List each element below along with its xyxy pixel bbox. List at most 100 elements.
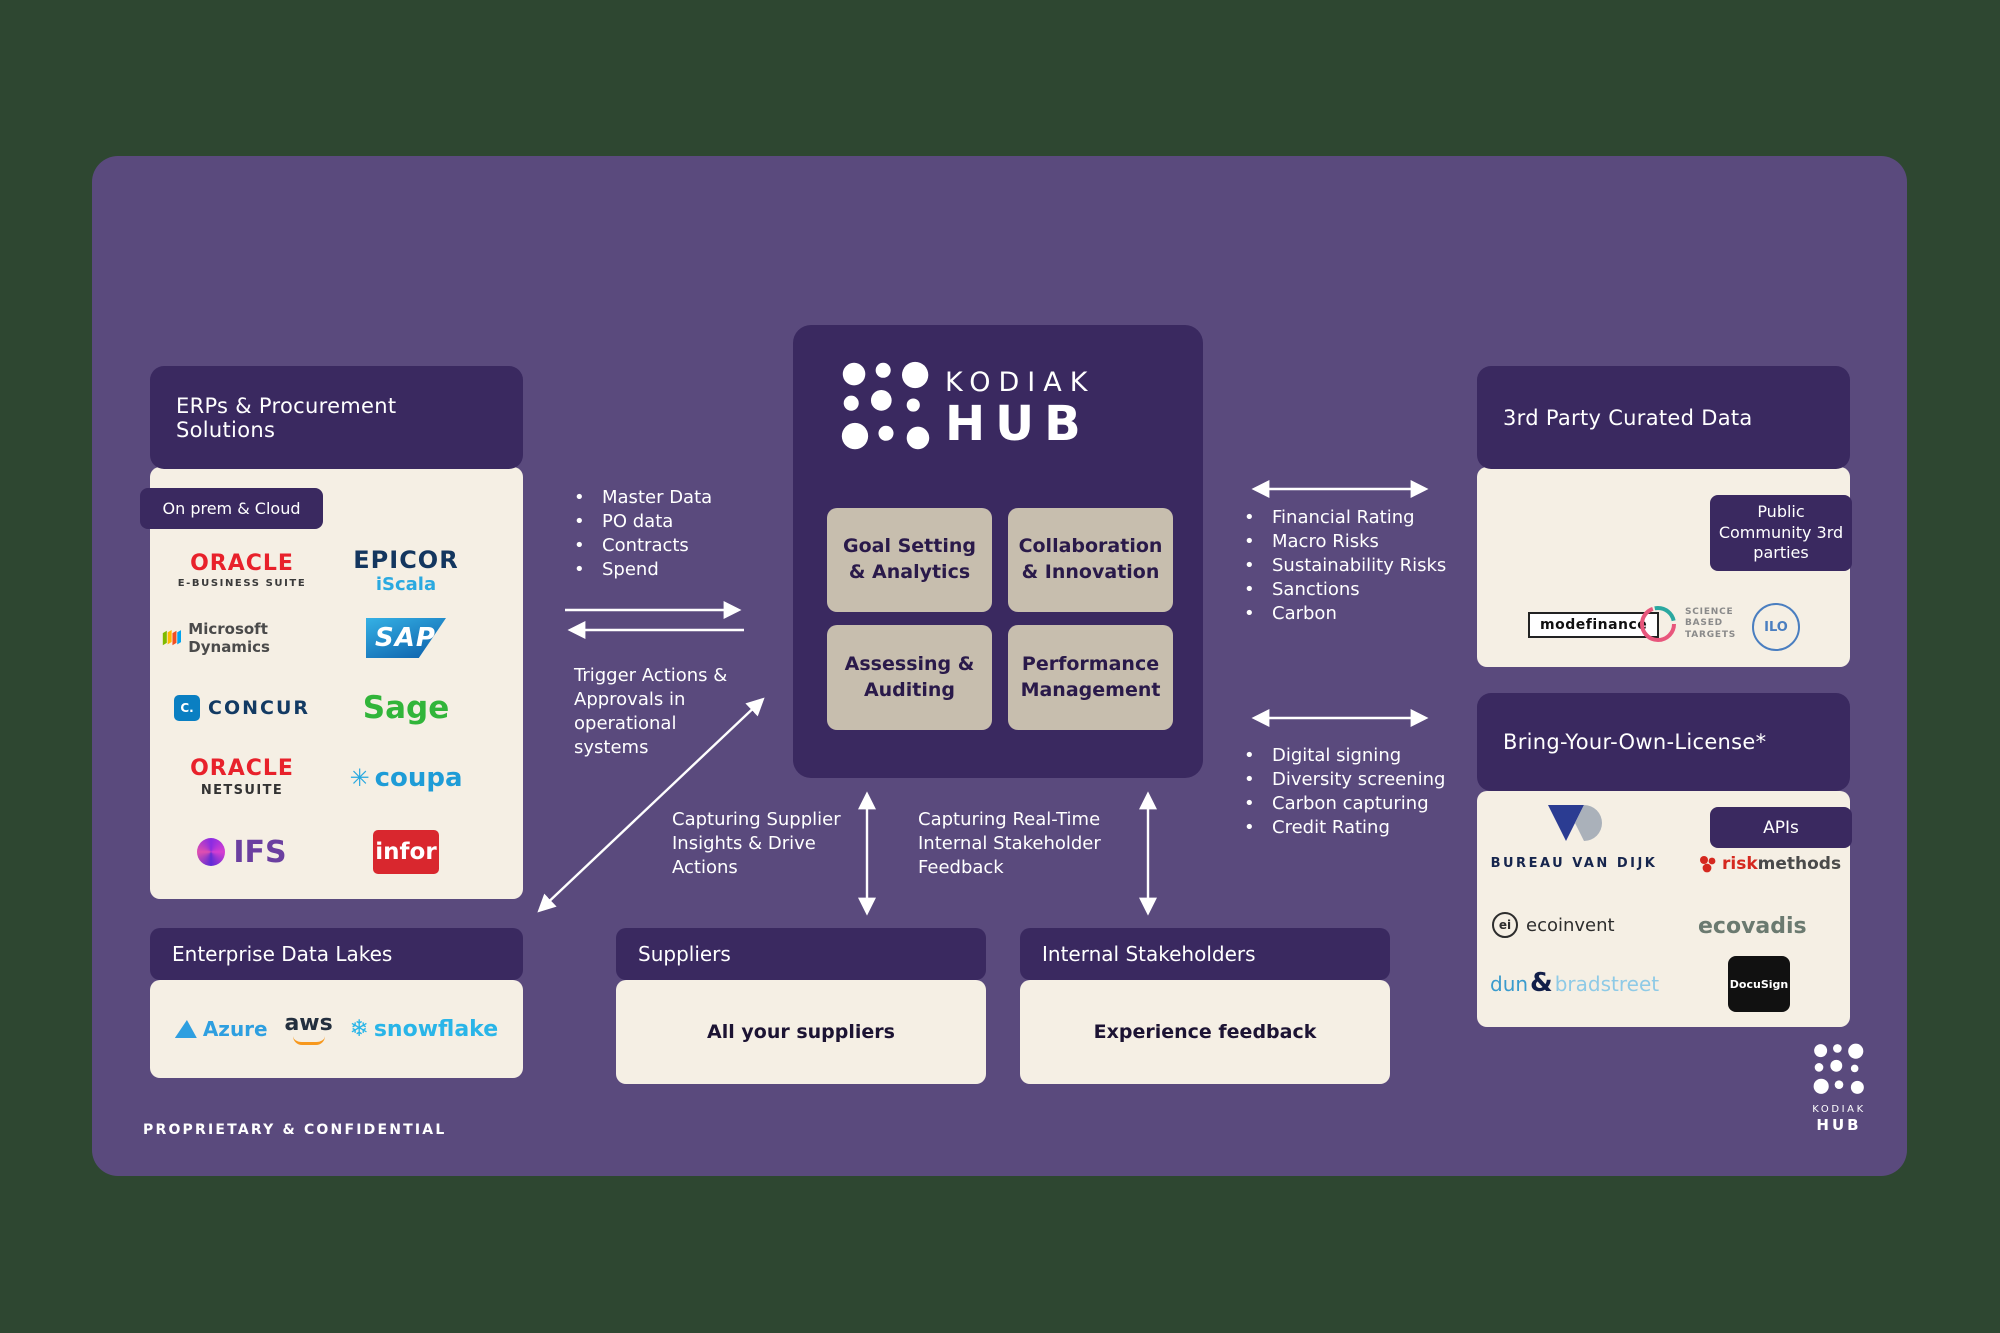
ifs-swirl-icon bbox=[197, 838, 226, 866]
data-lakes-title: Enterprise Data Lakes bbox=[172, 942, 393, 966]
dynamics-wordmark: Microsoft Dynamics bbox=[188, 620, 270, 656]
oracle-ebs-logo: ORACLE E-BUSINESS SUITE bbox=[162, 541, 322, 601]
snowflake-wordmark: snowflake bbox=[373, 1016, 499, 1042]
bullet-sustainability-risks: Sustainability Risks bbox=[1272, 555, 1447, 576]
bullet-sanctions: Sanctions bbox=[1272, 579, 1360, 600]
erp-title: ERPs & Procurement Solutions bbox=[176, 393, 397, 442]
capture-suppliers-label: Capturing Supplier Insights & Drive Acti… bbox=[672, 809, 841, 878]
slide-background: ERPs & Procurement Solutions On prem & C… bbox=[92, 156, 1907, 1176]
stakeholders-body-text: Experience feedback bbox=[1093, 1021, 1317, 1043]
kodiak-hub-box: KODIAK HUB Goal Setting & Analytics Coll… bbox=[793, 325, 1203, 778]
suppliers-body-text: All your suppliers bbox=[707, 1021, 895, 1043]
sage-logo: Sage bbox=[326, 678, 486, 738]
bullet-credit-rating: Credit Rating bbox=[1272, 817, 1390, 838]
epicor-wordmark: EPICOR bbox=[353, 545, 459, 574]
azure-logo: Azure bbox=[174, 1017, 268, 1041]
ifs-logo: IFS bbox=[162, 822, 322, 882]
erp-header: ERPs & Procurement Solutions bbox=[150, 366, 523, 469]
bullet-financial-rating: Financial Rating bbox=[1272, 507, 1415, 528]
snowflake-icon: ❄ bbox=[349, 1015, 369, 1042]
module-collaboration: Collaboration & Innovation bbox=[1008, 508, 1173, 612]
ecoinvent-icon: ei bbox=[1492, 912, 1518, 938]
module-goal-setting: Goal Setting & Analytics bbox=[827, 508, 992, 612]
coupa-flower-icon: ✳ bbox=[349, 764, 370, 792]
aws-logo: aws bbox=[284, 1011, 333, 1045]
epicor-iscala-logo: EPICOR iScala bbox=[326, 541, 486, 601]
dynamics-flag-icon bbox=[162, 629, 182, 646]
erp-logos-panel bbox=[150, 467, 523, 899]
oracle-wordmark-2: ORACLE bbox=[190, 756, 294, 781]
erp-flow-bullets: Master Data PO data Contracts Spend bbox=[574, 486, 754, 582]
aws-wordmark: aws bbox=[284, 1011, 333, 1036]
bullet-carbon-capturing: Carbon capturing bbox=[1272, 793, 1429, 814]
bullet-spend: Spend bbox=[602, 559, 659, 580]
infor-wordmark: infor bbox=[375, 839, 437, 865]
netsuite-sub: NETSUITE bbox=[200, 783, 284, 798]
bullet-contracts: Contracts bbox=[602, 535, 689, 556]
bullet-carbon: Carbon bbox=[1272, 603, 1337, 624]
kodiak-footer-logo: KODIAK HUB bbox=[1804, 1042, 1874, 1134]
oracle-wordmark: ORACLE bbox=[190, 551, 294, 576]
bullet-master-data: Master Data bbox=[602, 487, 713, 508]
ifs-wordmark: IFS bbox=[233, 834, 287, 870]
curated-header: 3rd Party Curated Data bbox=[1477, 366, 1850, 469]
suppliers-header: Suppliers bbox=[616, 928, 986, 980]
aws-smile-icon bbox=[292, 1036, 325, 1045]
confidential-note: PROPRIETARY & CONFIDENTIAL bbox=[143, 1122, 447, 1138]
kodiak-wordmark: KODIAK bbox=[945, 367, 1096, 398]
stakeholders-body: Experience feedback bbox=[1020, 980, 1390, 1084]
azure-wordmark: Azure bbox=[202, 1017, 268, 1041]
modefinance-logo: modefinance bbox=[1528, 612, 1660, 638]
sap-logo: SAP bbox=[326, 608, 486, 668]
coupa-wordmark: coupa bbox=[374, 763, 463, 793]
bureau-van-dijk-logo: BUREAU VAN DIJK bbox=[1490, 856, 1658, 871]
bullet-macro-risks: Macro Risks bbox=[1272, 531, 1379, 552]
on-prem-cloud-label: On prem & Cloud bbox=[162, 499, 301, 518]
dun-bradstreet-logo: dun & bradstreet bbox=[1490, 968, 1660, 998]
data-lakes-panel: Azure aws ❄ snowflake bbox=[150, 980, 523, 1078]
bureau-van-dijk-icon bbox=[1548, 805, 1602, 841]
azure-triangle-icon bbox=[174, 1020, 197, 1038]
apis-badge: APIs bbox=[1710, 807, 1852, 848]
oracle-netsuite-logo: ORACLE NETSUITE bbox=[162, 748, 322, 808]
kodiak-dots-icon bbox=[841, 361, 930, 450]
bullet-diversity-screening: Diversity screening bbox=[1272, 769, 1446, 790]
apis-label: APIs bbox=[1763, 817, 1799, 838]
byol-title: Bring-Your-Own-License* bbox=[1503, 730, 1767, 754]
capture-stakeholders-label: Capturing Real-Time Internal Stakeholder… bbox=[918, 809, 1101, 878]
bullet-digital-signing: Digital signing bbox=[1272, 745, 1402, 766]
module-assessing: Assessing & Auditing bbox=[827, 625, 992, 730]
concur-icon: C. bbox=[174, 695, 200, 721]
sap-wordmark: SAP bbox=[375, 623, 436, 653]
byol-header: Bring-Your-Own-License* bbox=[1477, 693, 1850, 791]
byol-flow-bullets: Digital signing Diversity screening Carb… bbox=[1244, 744, 1477, 840]
oracle-ebs-sub: E-BUSINESS SUITE bbox=[177, 578, 307, 589]
ecovadis-logo: ecovadis bbox=[1698, 914, 1807, 939]
public-community-label: Public Community 3rd parties bbox=[1718, 501, 1844, 563]
stakeholders-title: Internal Stakeholders bbox=[1042, 942, 1256, 966]
concur-wordmark: CONCUR bbox=[208, 697, 310, 719]
riskmethods-icon bbox=[1700, 856, 1716, 873]
snowflake-logo: ❄ snowflake bbox=[350, 1017, 499, 1042]
data-lakes-header: Enterprise Data Lakes bbox=[150, 928, 523, 980]
infor-logo: infor bbox=[326, 822, 486, 882]
microsoft-dynamics-logo: Microsoft Dynamics bbox=[162, 608, 322, 668]
science-based-targets-logo: SCIENCE BASED TARGETS bbox=[1637, 603, 1736, 645]
docusign-logo: DocuSign bbox=[1728, 956, 1790, 1012]
on-prem-cloud-badge: On prem & Cloud bbox=[140, 488, 323, 529]
trigger-actions-label: Trigger Actions & Approvals in operation… bbox=[574, 665, 728, 758]
module-performance: Performance Management bbox=[1008, 625, 1173, 730]
kodiak-hub-wordmark: KODIAK HUB bbox=[945, 369, 1095, 448]
curated-flow-bullets: Financial Rating Macro Risks Sustainabil… bbox=[1244, 506, 1447, 626]
curated-title: 3rd Party Curated Data bbox=[1503, 405, 1753, 430]
sbt-circle-icon bbox=[1640, 606, 1676, 642]
stakeholders-header: Internal Stakeholders bbox=[1020, 928, 1390, 980]
suppliers-title: Suppliers bbox=[638, 942, 731, 966]
ilo-logo: ILO bbox=[1752, 603, 1800, 651]
iscala-wordmark: iScala bbox=[375, 573, 437, 595]
kodiak-dots-icon-small bbox=[1813, 1043, 1864, 1094]
bullet-po-data: PO data bbox=[602, 511, 674, 532]
public-community-badge: Public Community 3rd parties bbox=[1710, 495, 1852, 571]
